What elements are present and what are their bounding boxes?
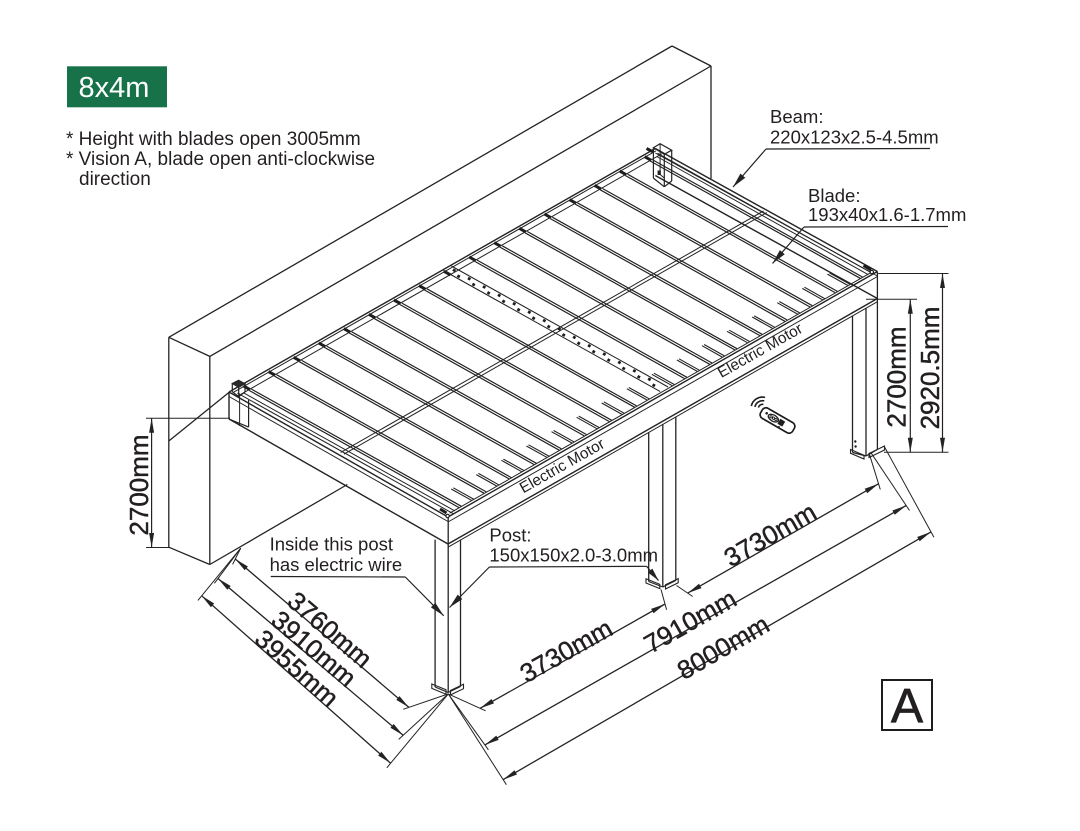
svg-text:Blade:: Blade: [808,185,860,206]
svg-text:* Vision A, blade open anti-cl: * Vision A, blade open anti-clockwise [66,149,375,170]
svg-text:Post:: Post: [489,525,531,546]
svg-text:A: A [891,680,923,733]
svg-text:8x4m: 8x4m [79,72,150,104]
svg-text:150x150x2.0-3.0mm: 150x150x2.0-3.0mm [489,544,658,565]
svg-text:has electric wire: has electric wire [270,554,403,575]
svg-text:193x40x1.6-1.7mm: 193x40x1.6-1.7mm [808,204,966,225]
svg-text:220x123x2.5-4.5mm: 220x123x2.5-4.5mm [770,127,939,148]
svg-text:direction: direction [79,169,151,190]
svg-text:2920.5mm: 2920.5mm [915,307,945,430]
svg-text:2700mm: 2700mm [882,326,912,427]
svg-text:* Height with blades open 3005: * Height with blades open 3005mm [66,129,361,150]
svg-text:Inside this post: Inside this post [270,534,393,555]
svg-text:2700mm: 2700mm [124,434,154,535]
svg-text:Beam:: Beam: [770,106,823,127]
